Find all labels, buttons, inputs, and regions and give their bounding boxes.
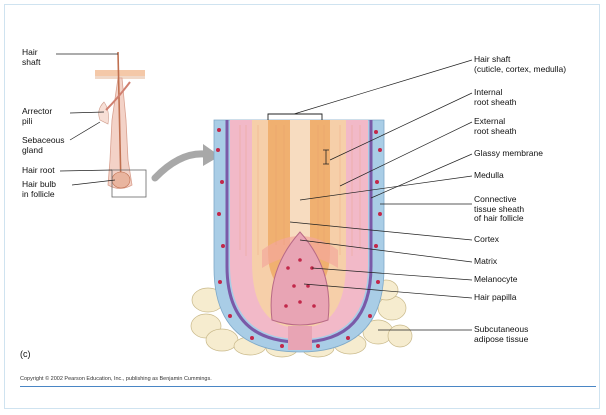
label-glassy-membrane: Glassy membrane (474, 149, 543, 159)
label-arrector-pili: Arrector pili (22, 107, 52, 126)
label-hair-papilla: Hair papilla (474, 293, 517, 303)
follicle-section (214, 114, 384, 352)
medulla-fill (290, 120, 310, 250)
label-melanocyte: Melanocyte (474, 275, 517, 285)
label-hair-shaft-detail: Hair shaft (cuticle, cortex, medulla) (474, 55, 566, 74)
zoom-arrow (155, 154, 205, 178)
papilla-stalk (288, 326, 312, 350)
label-connective-tissue-sheath: Connective tissue sheath of hair follicl… (474, 195, 524, 224)
overview-gland (99, 102, 109, 124)
label-cortex: Cortex (474, 235, 499, 245)
label-external-root-sheath: External root sheath (474, 117, 517, 136)
epidermis-strip (95, 70, 145, 76)
label-hair-bulb: Hair bulb in follicle (22, 180, 56, 199)
label-subcutaneous-adipose: Subcutaneous adipose tissue (474, 325, 528, 344)
label-medulla: Medulla (474, 171, 504, 181)
copyright-notice: Copyright © 2002 Pearson Education, Inc.… (20, 376, 212, 382)
label-internal-root-sheath: Internal root sheath (474, 88, 517, 107)
follicle-overview (95, 52, 146, 197)
hair-shaft-bracket (268, 114, 322, 120)
label-hair-shaft: Hair shaft (22, 48, 40, 67)
label-hair-root: Hair root (22, 166, 55, 176)
label-sebaceous-gland: Sebaceous gland (22, 136, 65, 155)
bottom-rule (20, 386, 596, 387)
label-matrix: Matrix (474, 257, 497, 267)
panel-letter: (c) (20, 349, 31, 359)
